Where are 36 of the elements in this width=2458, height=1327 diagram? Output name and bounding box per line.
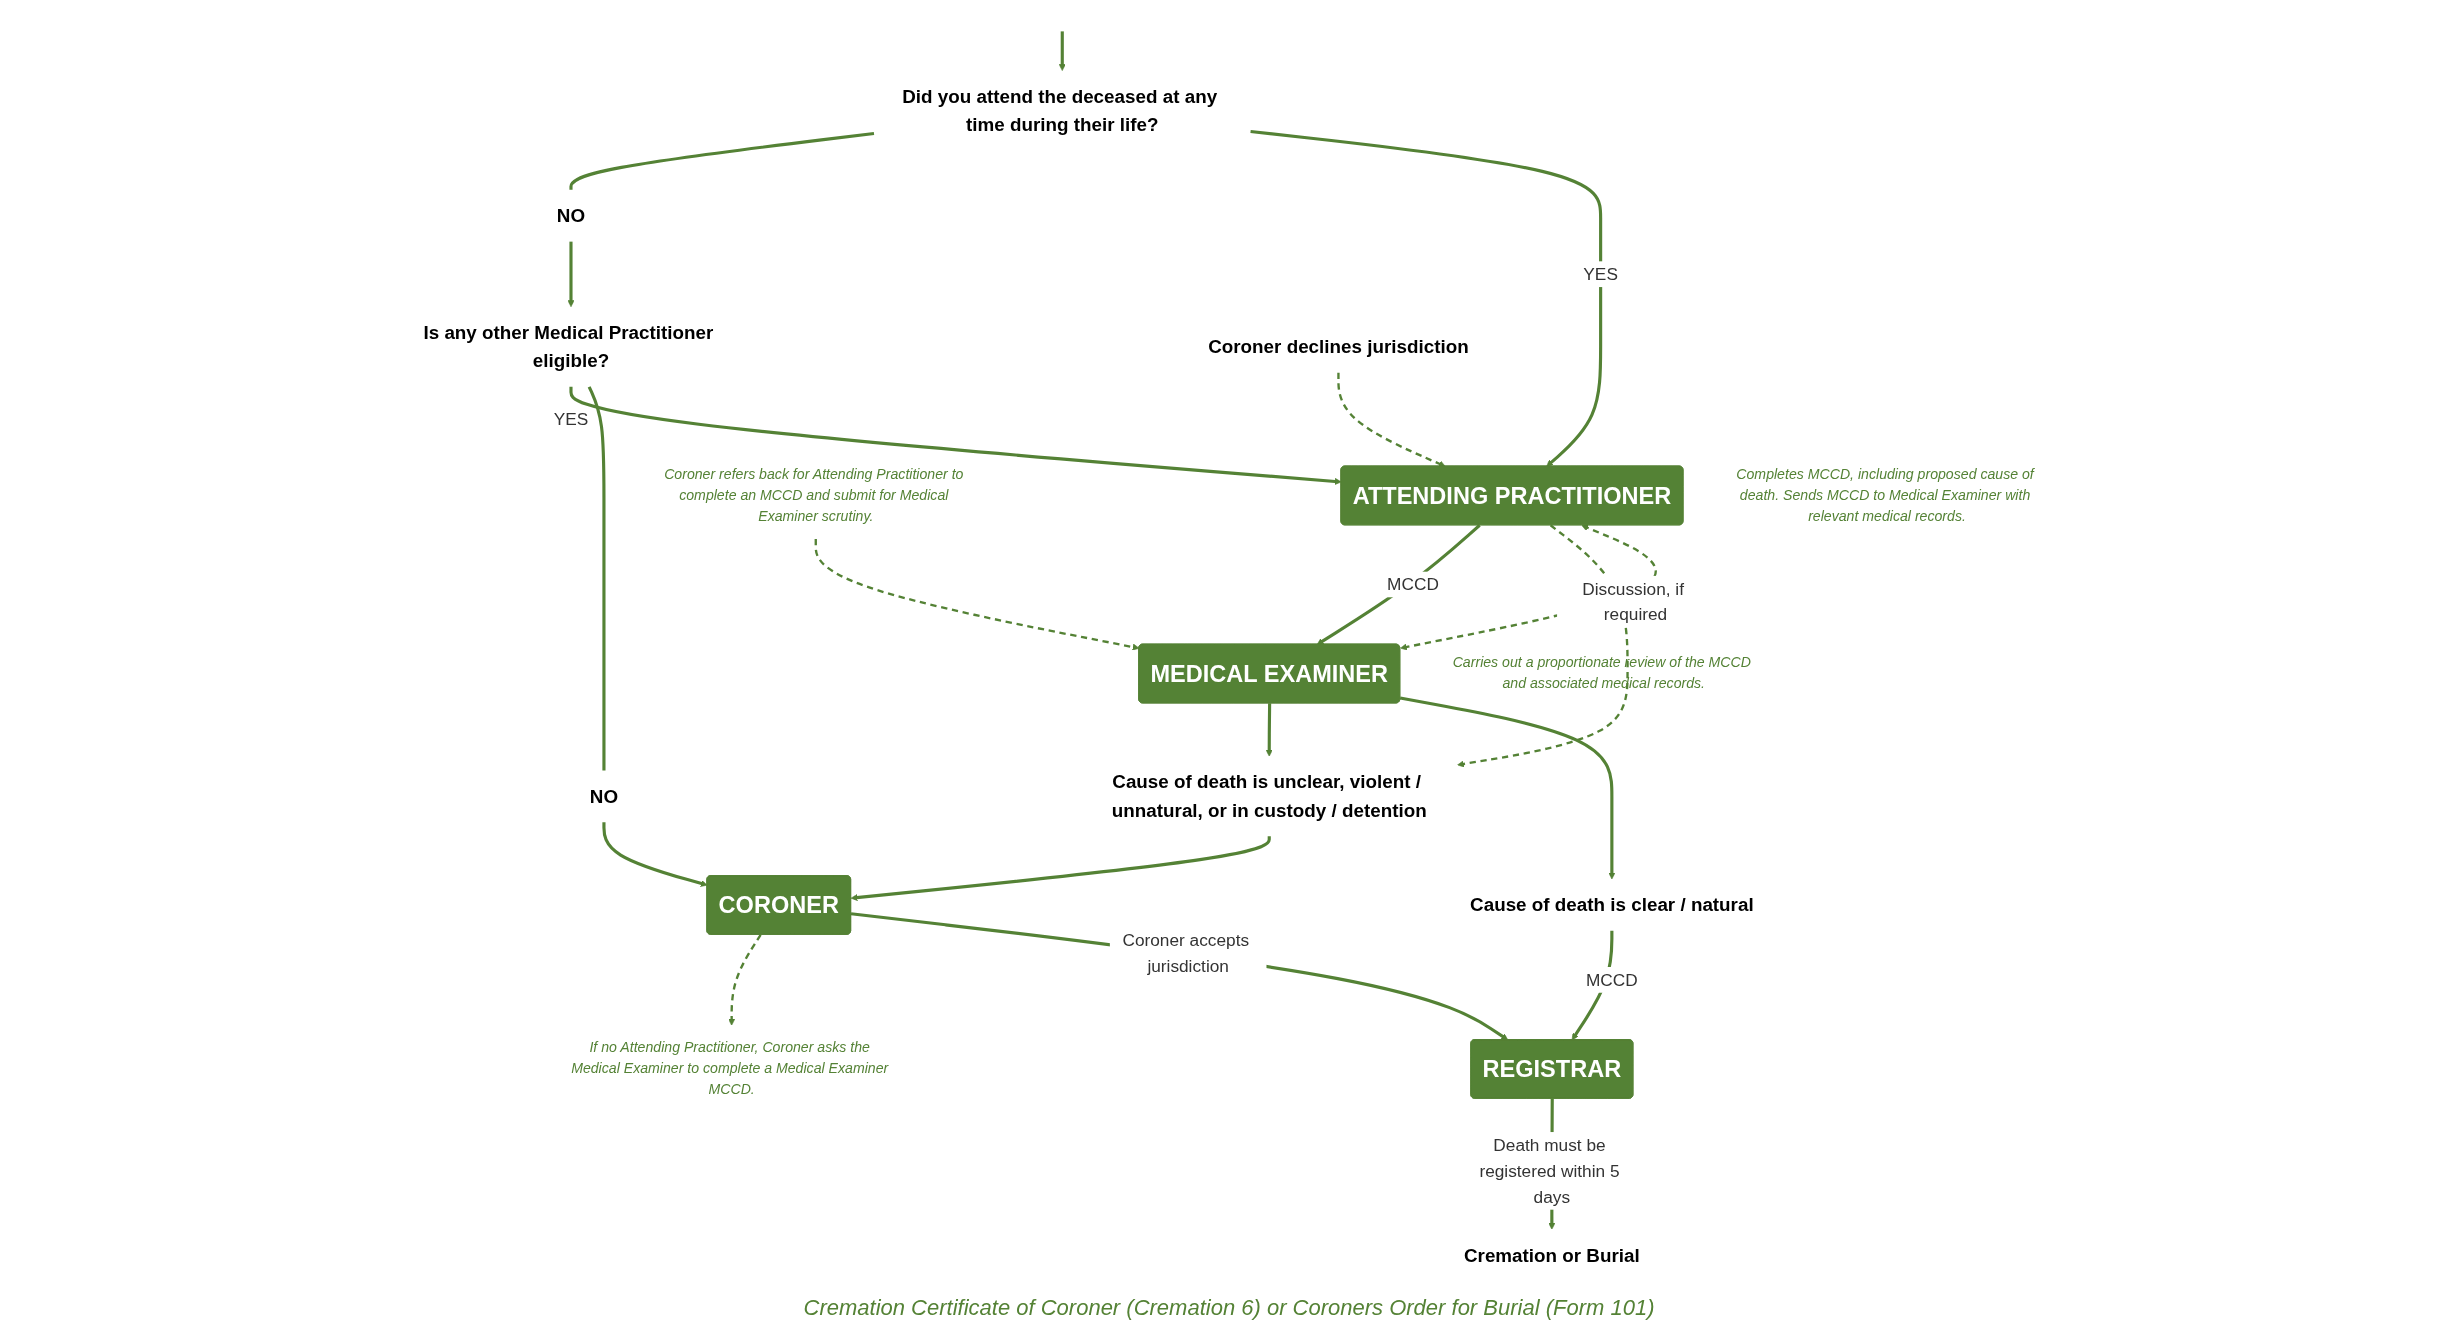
arrow [850, 836, 1271, 901]
node-text: Did you attend the deceased at any time during their life? [902, 85, 1218, 135]
arrow [569, 386, 1342, 485]
node-text: Cause of death is unclear, violent / unnatural, or in custody / detention [1111, 771, 1427, 821]
node-label: Completes MCCD, including proposed cause of death. Sends MCCD to Medical Examiner with relevant medical records. [1736, 466, 2034, 525]
node-text: Cause of death is clear / natural [1470, 893, 1754, 916]
arrow [1399, 696, 1616, 880]
edge-label: Discussion, if required [1582, 578, 1684, 625]
node-text: Coroner refers back for Attending Practitioner to complete an MCCD and submit for Medical Examiner scrutiny. [664, 466, 964, 525]
arrow [728, 934, 762, 1026]
arrow [567, 241, 575, 308]
arrow [1457, 524, 1629, 768]
arrow [602, 822, 708, 887]
edge-label: Death must be registered within 5 days [1479, 1135, 1620, 1207]
edge-label: Coroner accepts jurisdiction [1122, 930, 1250, 976]
arrow [850, 912, 1509, 1041]
edge-label: MCCD [1387, 574, 1439, 595]
connector [569, 131, 875, 190]
note-text: Cremation Certificate of Coroner (Cremation 6) or Coroners Order for Burial (Form 101) [802, 1295, 1656, 1321]
arrow [814, 539, 1140, 651]
connector [587, 386, 606, 771]
arrow [1265, 703, 1273, 757]
edge-label: YES [553, 409, 589, 430]
node-text: Coroner declines jurisdiction [1208, 335, 1469, 357]
node-text: If no Attending Practitioner, Coroner asks the Medical Examiner to complete a Medical Examiner MCCD. [571, 1039, 889, 1098]
node-text: NO [589, 785, 619, 807]
node-text: Is any other Medical Practitioner eligible? [423, 321, 714, 372]
node-text: Cremation or Burial [1463, 1244, 1640, 1266]
arrow [1058, 31, 1066, 71]
arrow [1316, 524, 1481, 645]
node-text: NO [556, 204, 586, 226]
edge-label: MCCD [1585, 970, 1638, 990]
node-label: Carries out a proportionate review of the MCCD and associated medical records. [1452, 654, 1751, 692]
arrow [1337, 372, 1446, 468]
arrow [1250, 129, 1603, 467]
edge-label: YES [1583, 264, 1618, 284]
